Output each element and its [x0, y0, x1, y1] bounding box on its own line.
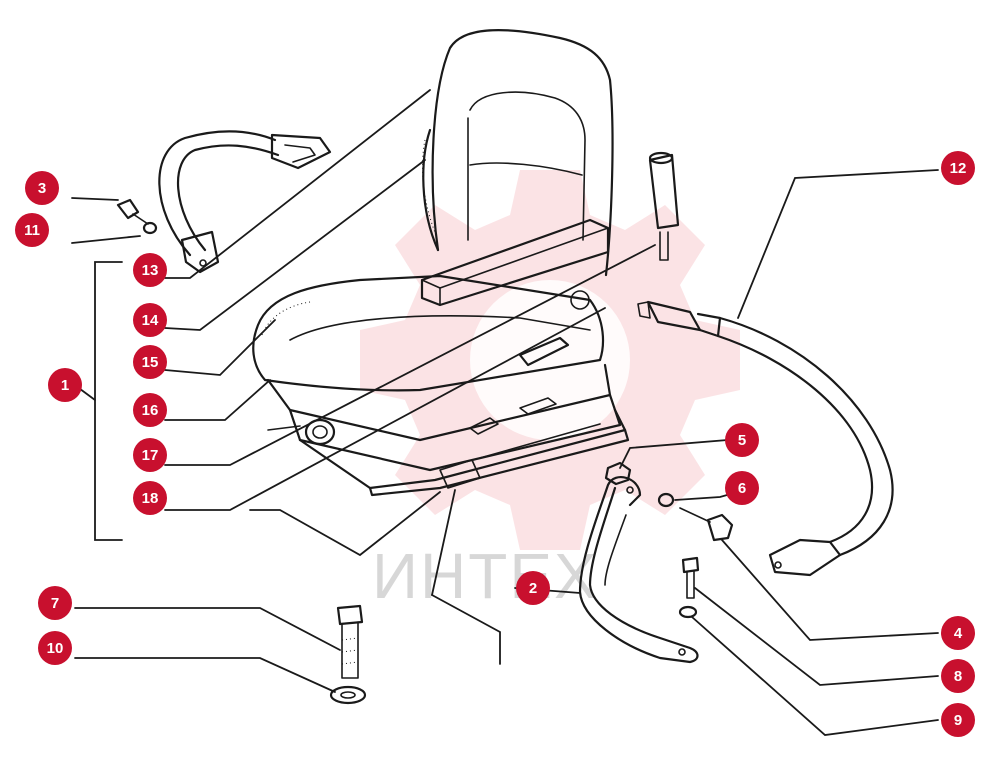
- callout-8: 8: [941, 659, 975, 693]
- svg-text:14: 14: [142, 312, 159, 329]
- callout-12: 12: [941, 151, 975, 185]
- lever-handle: [518, 336, 570, 367]
- svg-text:10: 10: [47, 640, 64, 657]
- hardware-right: [604, 461, 734, 542]
- svg-text:7: 7: [51, 595, 59, 612]
- callout-4: 4: [941, 616, 975, 650]
- washer-part-6: [657, 492, 675, 508]
- callout-3: 3: [25, 171, 59, 205]
- callout-10: 10: [38, 631, 72, 665]
- callout-11: 11: [15, 213, 49, 247]
- svg-text:15: 15: [142, 354, 159, 371]
- adjustment-handle: [648, 151, 680, 261]
- bolt-part-3: [116, 198, 158, 235]
- seat-slide-frame: [298, 408, 630, 497]
- svg-text:18: 18: [142, 490, 159, 507]
- washer-part-9: [678, 605, 698, 619]
- leader-lines: [71, 89, 939, 736]
- seat-armrest: [420, 218, 610, 307]
- svg-text:8: 8: [954, 668, 962, 685]
- bolt-part-8: [678, 556, 700, 619]
- callout-14: 14: [133, 303, 167, 337]
- callout-15: 15: [133, 345, 167, 379]
- watermark-gear-hole: [470, 280, 630, 440]
- bolt-part-4: [679, 507, 711, 523]
- callout-17: 17: [133, 438, 167, 472]
- watermark-text: ИНТЕХ: [372, 540, 599, 612]
- callout-5: 5: [725, 423, 759, 457]
- callout-7: 7: [38, 586, 72, 620]
- svg-text:6: 6: [738, 480, 746, 497]
- callout-18: 18: [133, 481, 167, 515]
- svg-text:5: 5: [738, 432, 746, 449]
- callout-6: 6: [725, 471, 759, 505]
- washer-part-11: [142, 221, 158, 235]
- svg-text:17: 17: [142, 447, 159, 464]
- callout-1: 1: [48, 368, 82, 402]
- nut-part-5: [604, 461, 632, 486]
- svg-text:3: 3: [38, 180, 46, 197]
- washer-part-10: [329, 685, 367, 705]
- right-seat-belt: [637, 300, 894, 577]
- callout-2: 2: [516, 571, 550, 605]
- callout-13: 13: [133, 253, 167, 287]
- svg-text:12: 12: [950, 160, 967, 177]
- svg-text:2: 2: [529, 580, 537, 597]
- svg-text:9: 9: [954, 712, 962, 729]
- bracket-part-2: [578, 476, 699, 664]
- callout-9: 9: [941, 703, 975, 737]
- svg-text:11: 11: [24, 222, 40, 239]
- svg-text:16: 16: [142, 402, 159, 419]
- svg-text:4: 4: [954, 625, 963, 642]
- seat-backrest: [422, 29, 614, 277]
- seat-cushion: [252, 274, 605, 392]
- svg-text:13: 13: [142, 262, 159, 279]
- left-seat-belt: [158, 130, 332, 274]
- svg-text:1: 1: [61, 377, 69, 394]
- bolt-part-7: [329, 604, 367, 705]
- callout-16: 16: [133, 393, 167, 427]
